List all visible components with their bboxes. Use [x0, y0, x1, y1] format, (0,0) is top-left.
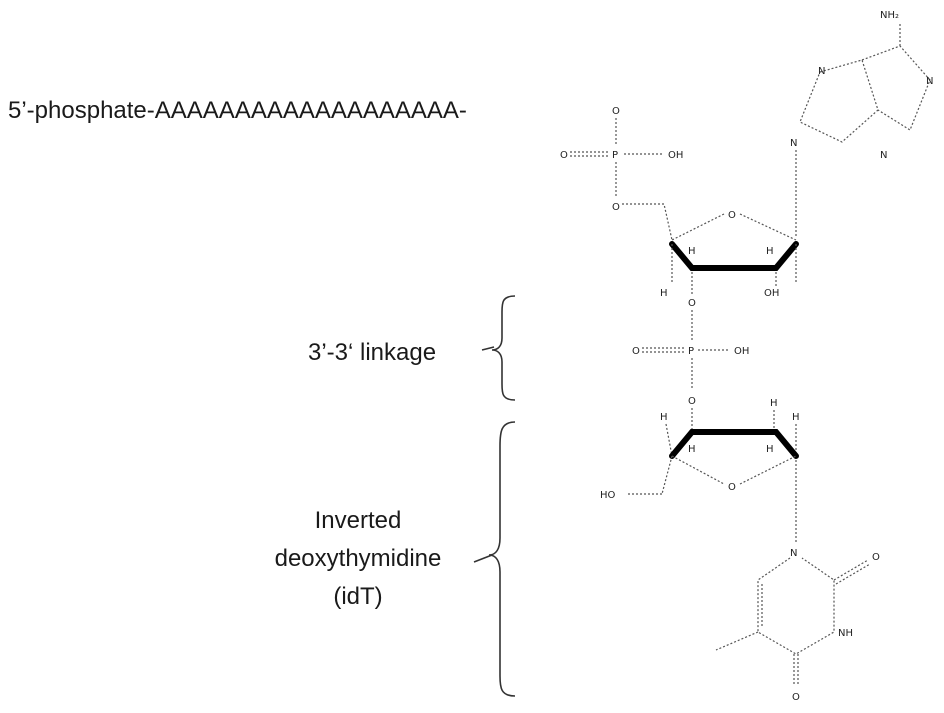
linkage-phosphate: O P OH O: [632, 346, 749, 432]
idt-label-line2: deoxythymidine: [275, 545, 442, 572]
svg-text:N: N: [790, 138, 797, 149]
top-phosphate: O P O OH O: [560, 106, 683, 240]
idt-label-line3: (idT): [333, 583, 382, 610]
svg-text:P: P: [688, 346, 694, 357]
svg-text:O: O: [728, 210, 736, 221]
svg-text:O: O: [792, 692, 800, 703]
svg-text:O: O: [560, 150, 568, 161]
svg-text:H: H: [792, 412, 800, 423]
svg-text:OH: OH: [764, 288, 779, 299]
svg-text:H: H: [660, 412, 668, 423]
svg-text:O: O: [632, 346, 640, 357]
linkage-brace: [492, 296, 515, 400]
svg-text:H: H: [688, 246, 696, 257]
idt-brace: [489, 422, 515, 696]
svg-text:O: O: [688, 396, 696, 407]
strand-label: 5’-phosphate-AAAAAAAAAAAAAAAAAAA-: [8, 97, 467, 124]
svg-text:HO: HO: [600, 490, 616, 501]
svg-text:O: O: [872, 552, 880, 563]
svg-text:O: O: [612, 202, 620, 213]
svg-text:O: O: [612, 106, 620, 117]
svg-text:OH: OH: [734, 346, 749, 357]
svg-text:H: H: [660, 288, 668, 299]
svg-text:P: P: [612, 150, 618, 161]
svg-text:H: H: [766, 246, 774, 257]
thymine-base: N O NH O: [716, 548, 880, 703]
linkage-label: 3’-3‘ linkage: [308, 339, 436, 366]
svg-text:H: H: [688, 444, 696, 455]
idt-dash: [474, 555, 492, 562]
lower-deoxyribose: H H H H H O HO: [600, 398, 800, 542]
amine-nh2: NH₂: [880, 10, 899, 21]
svg-text:OH: OH: [668, 150, 683, 161]
svg-text:O: O: [728, 482, 736, 493]
idt-label-line1: Inverted: [315, 507, 402, 534]
upper-ribose: O H H H OH O: [660, 210, 796, 342]
svg-text:H: H: [766, 444, 774, 455]
svg-text:N: N: [880, 150, 887, 161]
svg-text:NH: NH: [838, 628, 853, 639]
adenine-base: NH₂ N N N N: [790, 10, 933, 161]
svg-text:N: N: [926, 76, 933, 87]
svg-text:H: H: [770, 398, 778, 409]
svg-text:N: N: [818, 66, 825, 77]
svg-text:O: O: [688, 298, 696, 309]
svg-text:N: N: [790, 548, 797, 559]
